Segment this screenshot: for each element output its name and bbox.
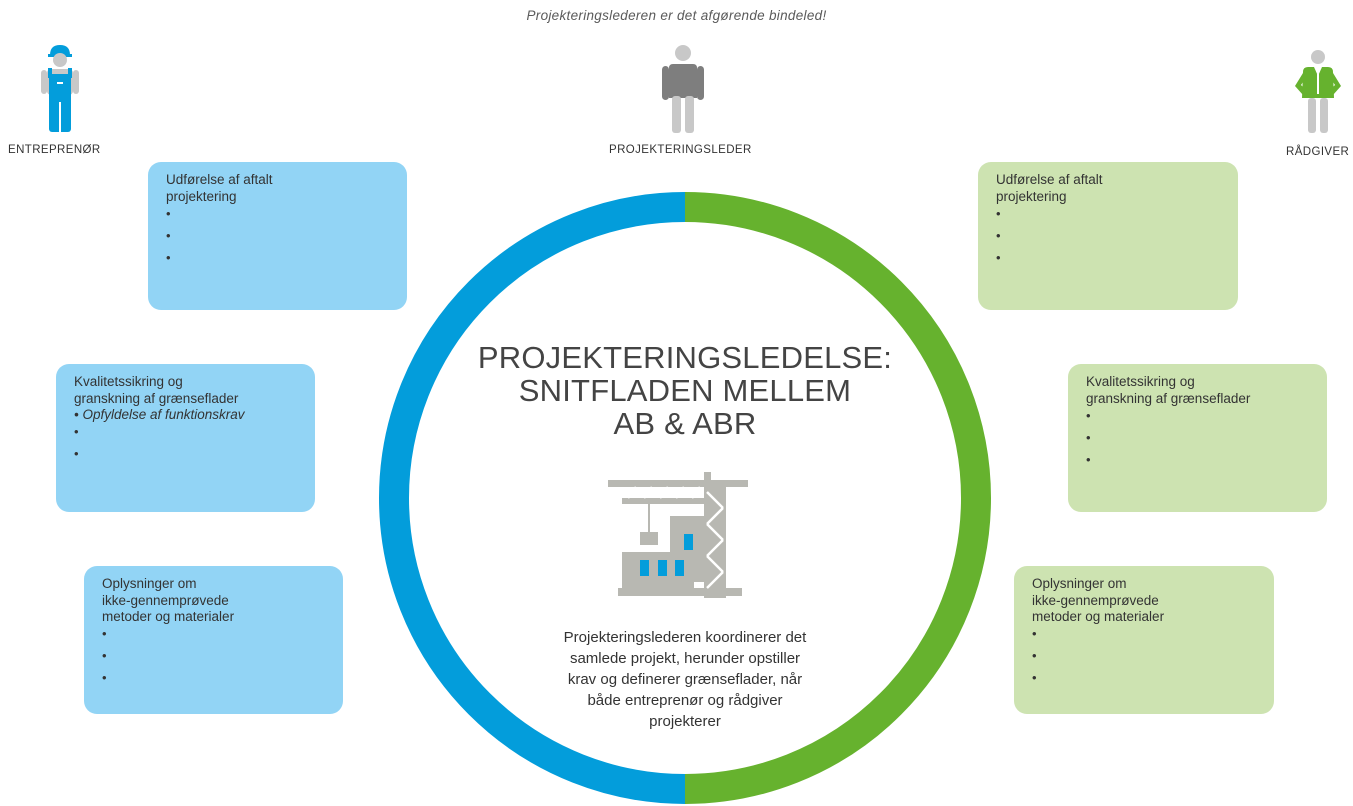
role-label-entreprenor: ENTREPRENØR xyxy=(8,144,101,156)
bullet-item xyxy=(1032,623,1262,645)
left-box-1: Udførelse af aftalt projektering xyxy=(148,162,407,310)
bullet-item xyxy=(102,623,331,645)
bullet-item xyxy=(74,443,303,465)
right-box-3: Oplysninger om ikke-gennemprøvede metode… xyxy=(1014,566,1274,714)
box-title-line: projektering xyxy=(996,188,1067,204)
box-title-line: Udførelse af aftalt xyxy=(166,172,273,187)
right-box-2: Kvalitetssikring og granskning af grænse… xyxy=(1068,364,1327,512)
bullet-item xyxy=(102,667,331,689)
center-text-line: både entreprenør og rådgiver xyxy=(587,692,783,709)
center-text-line: projekterer xyxy=(649,713,721,730)
bullet-item xyxy=(1086,449,1315,471)
box-title-line: Oplysninger om xyxy=(1032,576,1127,591)
ring-left-half xyxy=(379,192,686,804)
box-title-line: ikke-gennemprøvede xyxy=(102,592,229,608)
center-title: PROJEKTERINGSLEDELSE: SNITFLADEN MELLEM … xyxy=(430,341,940,440)
bullet-item xyxy=(1032,645,1262,667)
center-text-line: samlede projekt, herunder opstiller xyxy=(569,650,801,667)
worker-icon xyxy=(41,45,79,132)
advisor-icon xyxy=(1295,50,1341,133)
bullet-item xyxy=(166,225,395,247)
box-title-line: Kvalitetssikring og xyxy=(74,374,183,389)
bullet-item xyxy=(1086,405,1315,427)
bullet-item xyxy=(166,203,395,225)
ring-right-half xyxy=(684,192,991,804)
construction-crane-icon xyxy=(608,472,748,598)
box-title-line: Kvalitetssikring og xyxy=(1086,374,1195,389)
center-title-line: AB & ABR xyxy=(613,406,757,441)
box-title-line: metoder og materialer xyxy=(102,609,235,624)
bullet-item xyxy=(166,247,395,269)
box-title-line: Oplysninger om xyxy=(102,576,197,591)
left-box-2: Kvalitetssikring og granskning af grænse… xyxy=(56,364,315,512)
bullet-item xyxy=(1032,667,1262,689)
box-note: • Opfyldelse af funktionskrav xyxy=(74,407,245,422)
box-title-line: projektering xyxy=(166,188,237,204)
box-title-line: metoder og materialer xyxy=(1032,609,1165,624)
role-label-radgiver: RÅDGIVER xyxy=(1286,146,1350,158)
bullet-item xyxy=(74,421,303,443)
center-description: Projekteringslederen koordinerer det sam… xyxy=(515,627,855,732)
role-label-projekteringsleder: PROJEKTERINGSLEDER xyxy=(609,144,752,156)
tagline: Projekteringslederen er det afgørende bi… xyxy=(526,8,827,23)
right-box-1: Udførelse af aftalt projektering xyxy=(978,162,1238,310)
center-text-line: Projekteringslederen koordinerer det xyxy=(563,629,807,646)
bullet-item xyxy=(996,225,1226,247)
bullet-item xyxy=(996,203,1226,225)
bullet-item xyxy=(996,247,1226,269)
left-box-3: Oplysninger om ikke-gennemprøvede metode… xyxy=(84,566,343,714)
box-title-line: ikke-gennemprøvede xyxy=(1032,592,1159,608)
box-title-line: granskning af grænseflader xyxy=(74,390,239,406)
box-title-line: Udførelse af aftalt xyxy=(996,172,1103,187)
center-title-line: PROJEKTERINGSLEDELSE: xyxy=(477,340,893,375)
box-title-line: granskning af grænseflader xyxy=(1086,390,1251,406)
center-text-line: krav og definerer grænseflader, når xyxy=(567,671,803,688)
bullet-item xyxy=(102,645,331,667)
manager-icon xyxy=(662,45,704,133)
bullet-item xyxy=(1086,427,1315,449)
center-title-line: SNITFLADEN MELLEM xyxy=(518,373,852,408)
